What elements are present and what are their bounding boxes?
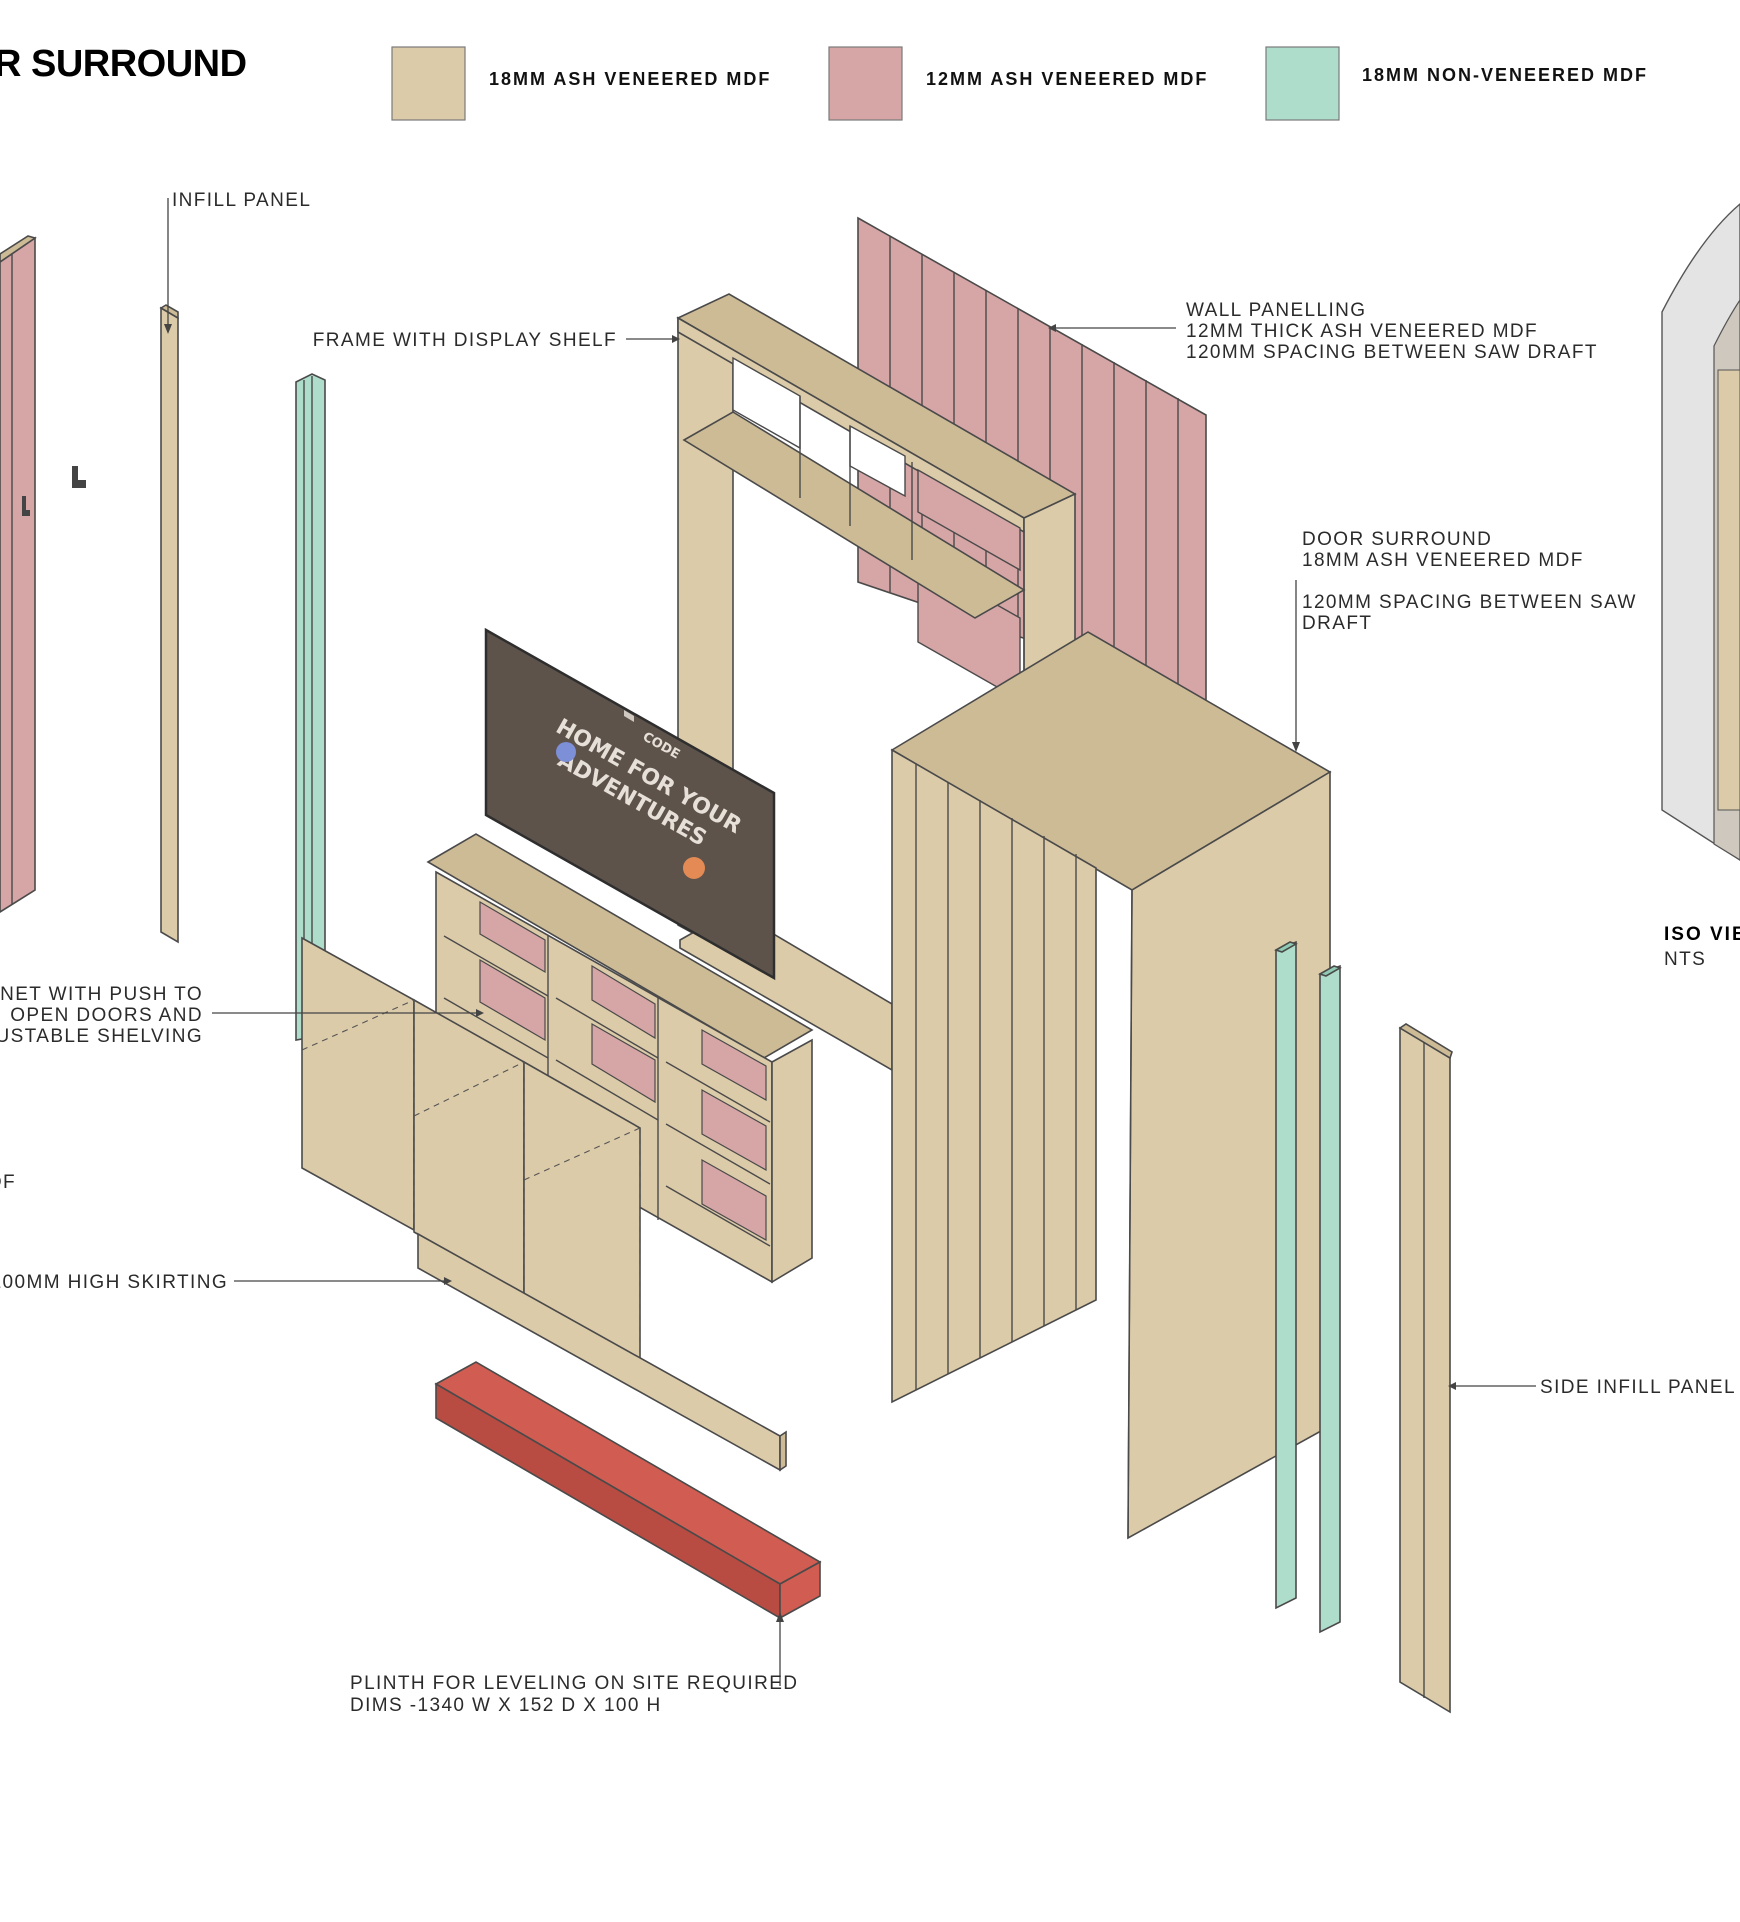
legend-label-ash-12: 12MM ASH VENEERED MDF	[926, 69, 1208, 89]
iso-view-title: ISO VIE	[1664, 924, 1740, 945]
label-cabinet-2: OPEN DOORS AND	[10, 1005, 203, 1026]
tv-screen-blue-icon	[556, 742, 576, 762]
label-door-surround-1: DOOR SURROUND	[1302, 529, 1492, 550]
iso-view-scale: NTS	[1664, 949, 1706, 970]
legend-swatch-non-veneered	[1265, 46, 1340, 121]
cabinet-doors	[301, 936, 641, 1362]
legend-label-ash-18: 18MM ASH VENEERED MDF	[489, 69, 771, 89]
label-door-surround-3: 120MM SPACING BETWEEN SAW	[1302, 592, 1637, 613]
leader-lines	[164, 198, 1536, 1686]
cabinet	[426, 833, 814, 1284]
label-cabinet-3: JUSTABLE SHELVING	[0, 1026, 203, 1047]
left-door-panel	[0, 235, 86, 913]
plinth	[434, 1361, 822, 1620]
drawing-title: R SURROUND	[0, 43, 247, 85]
label-plinth-1: PLINTH FOR LEVELING ON SITE REQUIRED	[350, 1673, 798, 1694]
door-surround	[890, 631, 1332, 1540]
annotations: INFILL PANEL FRAME WITH DISPLAY SHELF WA…	[0, 190, 1736, 1716]
door-handle-icon	[22, 496, 30, 516]
label-plinth-2: DIMS -1340 W X 152 D X 100 H	[350, 1695, 662, 1716]
mint-strip-left	[295, 373, 326, 1041]
label-side-infill-panel: SIDE INFILL PANEL	[1540, 1377, 1736, 1398]
label-door-surround-2: 18MM ASH VENEERED MDF	[1302, 550, 1584, 571]
label-door-surround-4: DRAFT	[1302, 613, 1372, 634]
label-wall-panelling-3: 120MM SPACING BETWEEN SAW DRAFT	[1186, 342, 1598, 363]
wall-hook-icon	[72, 466, 86, 488]
label-frame-display-shelf: FRAME WITH DISPLAY SHELF	[313, 330, 617, 351]
label-partial-of: OF	[0, 1172, 16, 1193]
label-wall-panelling-1: WALL PANELLING	[1186, 300, 1366, 321]
label-wall-panelling-2: 12MM THICK ASH VENEERED MDF	[1186, 321, 1538, 342]
iso-view-thumbnail: ISO VIE NTS	[1661, 203, 1740, 970]
side-infill-panel	[1398, 1023, 1453, 1714]
tv-screen-orange-icon	[683, 857, 705, 879]
infill-panel	[159, 304, 179, 944]
mint-strips-right	[1274, 940, 1342, 1634]
label-infill-panel: INFILL PANEL	[172, 190, 311, 211]
label-cabinet-1: BINET WITH PUSH TO	[0, 984, 203, 1005]
material-legend: 18MM ASH VENEERED MDF 12MM ASH VENEERED …	[391, 46, 1648, 121]
skirting	[417, 1232, 787, 1472]
legend-swatch-ash-12	[828, 46, 903, 121]
label-skirting: 100MM HIGH SKIRTING	[0, 1272, 228, 1293]
legend-label-non-veneered: 18MM NON-VENEERED MDF	[1362, 65, 1648, 85]
frame-with-display-shelf	[676, 293, 1077, 1072]
legend-swatch-ash-18	[391, 46, 466, 121]
